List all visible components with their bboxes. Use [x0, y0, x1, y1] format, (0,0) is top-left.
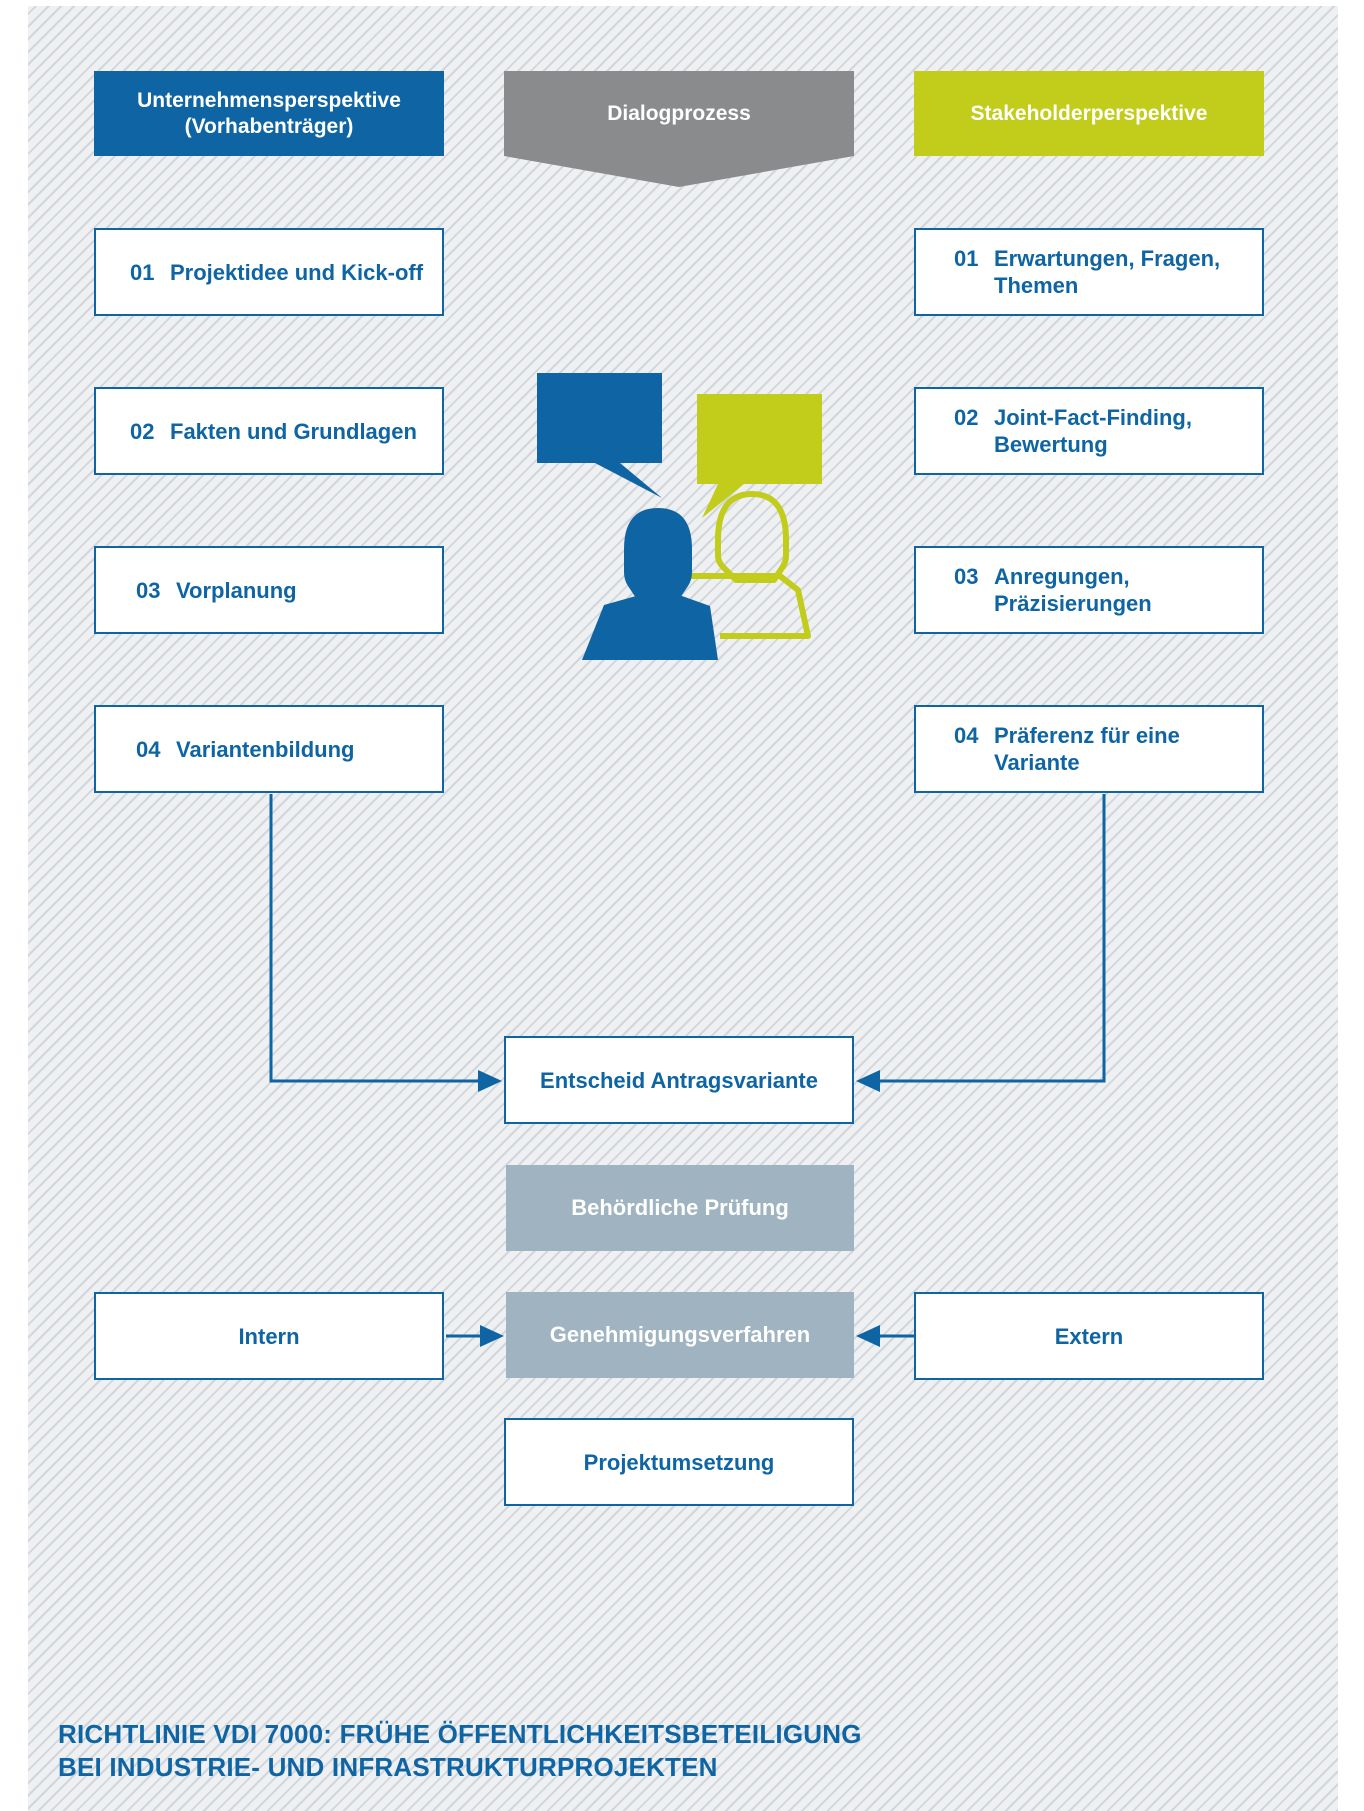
stakeholder-step-03-line1: Anregungen, [994, 564, 1130, 589]
stakeholder-step-04-line1: Präferenz für eine [994, 723, 1180, 748]
company-step-02: 02 Fakten und Grundlagen [94, 387, 444, 475]
connector-company-to-decision [269, 794, 480, 1083]
external-box: Extern [914, 1292, 1264, 1380]
company-step-02-number: 02 [130, 418, 155, 444]
company-step-04-label: Variantenbildung [176, 736, 355, 762]
company-step-04: 04 Variantenbildung [94, 705, 444, 793]
company-step-03-number: 03 [136, 577, 161, 603]
authority-review-box: Behördliche Prüfung [506, 1165, 854, 1251]
guideline-title-line2: BEI INDUSTRIE- UND INFRASTRUKTURPROJEKTE… [58, 1752, 718, 1782]
header-company-line2: (Vorhabenträger) [184, 114, 354, 138]
project-implementation-box: Projektumsetzung [504, 1418, 854, 1506]
stakeholder-step-04-number: 04 [954, 723, 979, 748]
arrowhead-extern-to-approval [856, 1325, 880, 1347]
company-step-02-label: Fakten und Grundlagen [170, 418, 417, 444]
stakeholder-step-04-line2: Variante [994, 750, 1080, 775]
stakeholder-step-01-line2: Themen [994, 273, 1079, 298]
header-dialog-label: Dialogprozess [607, 101, 751, 125]
approval-procedure-box: Genehmigungsverfahren [506, 1292, 854, 1378]
blue-speech-bubble [537, 373, 662, 498]
header-stakeholder-perspective: Stakeholderperspektive [914, 71, 1264, 156]
company-step-01-label: Projektidee und Kick-off [170, 259, 424, 285]
stakeholder-step-02-line1: Joint-Fact-Finding, [994, 405, 1192, 430]
header-company-perspective: Unternehmensperspektive (Vorhabenträger) [94, 71, 444, 156]
company-step-03: 03 Vorplanung [94, 546, 444, 634]
blue-person [582, 508, 718, 660]
arrowhead-stakeholder-to-decision [856, 1070, 880, 1092]
company-step-04-number: 04 [136, 736, 161, 762]
dialogue-people-icon [537, 373, 822, 660]
stakeholder-step-04: 04 Präferenz für eine Variante [914, 705, 1264, 793]
guideline-title-line1: RICHTLINIE VDI 7000: FRÜHE ÖFFENTLICHKEI… [58, 1719, 862, 1749]
company-step-01-number: 01 [130, 259, 155, 285]
stakeholder-step-01-line1: Erwartungen, Fragen, [994, 246, 1221, 271]
header-company-line1: Unternehmensperspektive [137, 88, 401, 112]
header-dialog-process: Dialogprozess [504, 71, 854, 187]
stakeholder-step-01-number: 01 [954, 246, 979, 271]
stakeholder-step-02-number: 02 [954, 405, 979, 430]
stakeholder-step-03-line2: Präzisierungen [994, 591, 1152, 616]
green-speech-bubble [697, 394, 822, 518]
stakeholder-step-03: 03 Anregungen, Präzisierungen [914, 546, 1264, 634]
arrowhead-intern-to-approval [480, 1325, 504, 1347]
decision-box: Entscheid Antragsvariante [504, 1036, 854, 1124]
company-step-01: 01 Projektidee und Kick-off [94, 228, 444, 316]
stakeholder-step-02-line2: Bewertung [994, 432, 1108, 457]
arrowhead-company-to-decision [478, 1070, 502, 1092]
company-step-03-label: Vorplanung [176, 577, 297, 603]
guideline-title: RICHTLINIE VDI 7000: FRÜHE ÖFFENTLICHKEI… [58, 1718, 958, 1784]
connector-stakeholder-to-decision [878, 794, 1106, 1083]
internal-box: Intern [94, 1292, 444, 1380]
stakeholder-step-02: 02 Joint-Fact-Finding, Bewertung [914, 387, 1264, 475]
dialog-chevron-shape [504, 71, 854, 187]
stakeholder-step-03-number: 03 [954, 564, 979, 589]
stakeholder-step-01: 01 Erwartungen, Fragen, Themen [914, 228, 1264, 316]
